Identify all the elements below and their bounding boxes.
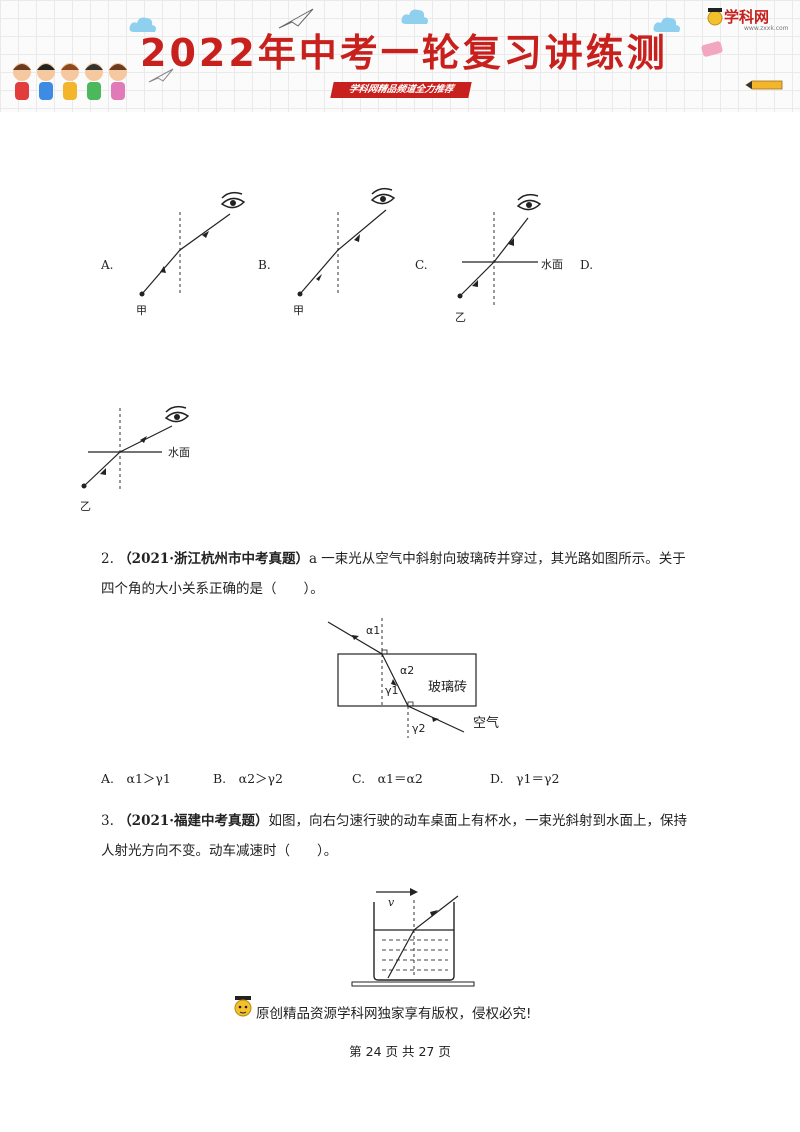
children-illustration bbox=[13, 63, 127, 100]
brand-url: www.zxxk.com bbox=[744, 25, 789, 32]
eye-icon bbox=[220, 191, 246, 209]
cloud-icon bbox=[653, 17, 680, 32]
q3-stem-text: 如图，向右匀速行驶的动车桌面上有杯水，一束光斜射到水面上，保持 bbox=[268, 813, 687, 829]
q2-label-gamma1: γ1 bbox=[385, 684, 399, 697]
q1-c-label-water: 水面 bbox=[541, 258, 563, 271]
banner-title: 2022年中考一轮复习讲练测 bbox=[140, 31, 668, 75]
q1-b-label-jia: 甲 bbox=[293, 304, 304, 317]
q1-figure-a bbox=[139, 191, 246, 297]
q1-figure-c bbox=[457, 193, 542, 306]
q2-number: 2. bbox=[101, 551, 114, 567]
q2-label-alpha2: α2 bbox=[400, 664, 415, 677]
cloud-icon bbox=[129, 17, 156, 32]
q3-source: （2021·福建中考真题） bbox=[118, 813, 269, 829]
brand-mascot-icon bbox=[707, 8, 723, 26]
paper-plane-icon bbox=[148, 68, 174, 83]
paper-plane-icon bbox=[278, 8, 314, 29]
q2-option-c: C. α1＝α2 bbox=[352, 771, 423, 786]
q1-option-a: A. bbox=[101, 258, 114, 272]
eye-icon bbox=[164, 405, 190, 423]
q2-stem-line2: 四个角的大小关系正确的是（ ）。 bbox=[101, 581, 324, 597]
cloud-icon bbox=[401, 9, 428, 24]
q1-d-label-yi: 乙 bbox=[80, 500, 91, 513]
eraser-icon bbox=[701, 41, 723, 57]
q1-figure-b bbox=[297, 187, 396, 297]
q2-label-air: 空气 bbox=[473, 716, 500, 731]
q2-option-b: B. α2＞γ2 bbox=[213, 771, 283, 786]
eye-icon bbox=[370, 187, 396, 205]
q3-stem-line1: 3. （2021·福建中考真题）如图，向右匀速行驶的动车桌面上有杯水，一束光斜射… bbox=[101, 806, 687, 836]
q2-label-alpha1: α1 bbox=[366, 624, 381, 637]
q1-a-label-jia: 甲 bbox=[136, 304, 147, 317]
copyright-notice: 原创精品资源学科网独家享有版权，侵权必究! bbox=[256, 1006, 532, 1022]
q2-label-gamma2: γ2 bbox=[412, 722, 426, 735]
q2-stem-line1: 2. （2021·浙江杭州市中考真题）a 一束光从空气中斜射向玻璃砖并穿过，其光… bbox=[101, 544, 686, 574]
page-number: 第 24 页 共 27 页 bbox=[349, 1044, 451, 1059]
mascot-icon bbox=[234, 996, 252, 1017]
brand-logo: 学科网 bbox=[724, 8, 770, 26]
q1-option-b: B. bbox=[258, 258, 271, 272]
header-banner: 2022年中考一轮复习讲练测 学科网精品频道全力推荐 学科网 www.zxxk.… bbox=[0, 0, 800, 112]
q1-option-d: D. bbox=[580, 258, 594, 272]
q1-figure-d bbox=[81, 405, 190, 490]
q2-option-d: D. γ1＝γ2 bbox=[490, 771, 560, 786]
q2-glass-figure bbox=[327, 618, 477, 738]
q1-d-label-water: 水面 bbox=[168, 446, 190, 459]
q3-velocity-label: v bbox=[388, 896, 395, 909]
q1-option-c: C. bbox=[415, 258, 428, 272]
q3-number: 3. bbox=[101, 813, 114, 829]
q1-c-label-yi: 乙 bbox=[455, 311, 466, 324]
q3-water-cup-figure bbox=[351, 888, 475, 987]
pencil-icon bbox=[745, 80, 783, 90]
eye-icon bbox=[516, 193, 542, 211]
banner-subtitle: 学科网精品频道全力推荐 bbox=[330, 82, 472, 98]
q3-stem-line2: 人射光方向不变。动车减速时（ ）。 bbox=[101, 843, 338, 859]
q2-source: （2021·浙江杭州市中考真题） bbox=[118, 551, 309, 567]
q2-stem-text: a 一束光从空气中斜射向玻璃砖并穿过，其光路如图所示。关于 bbox=[308, 551, 686, 567]
q2-label-glass: 玻璃砖 bbox=[428, 680, 468, 695]
q2-option-a: A. α1＞γ1 bbox=[101, 771, 171, 786]
